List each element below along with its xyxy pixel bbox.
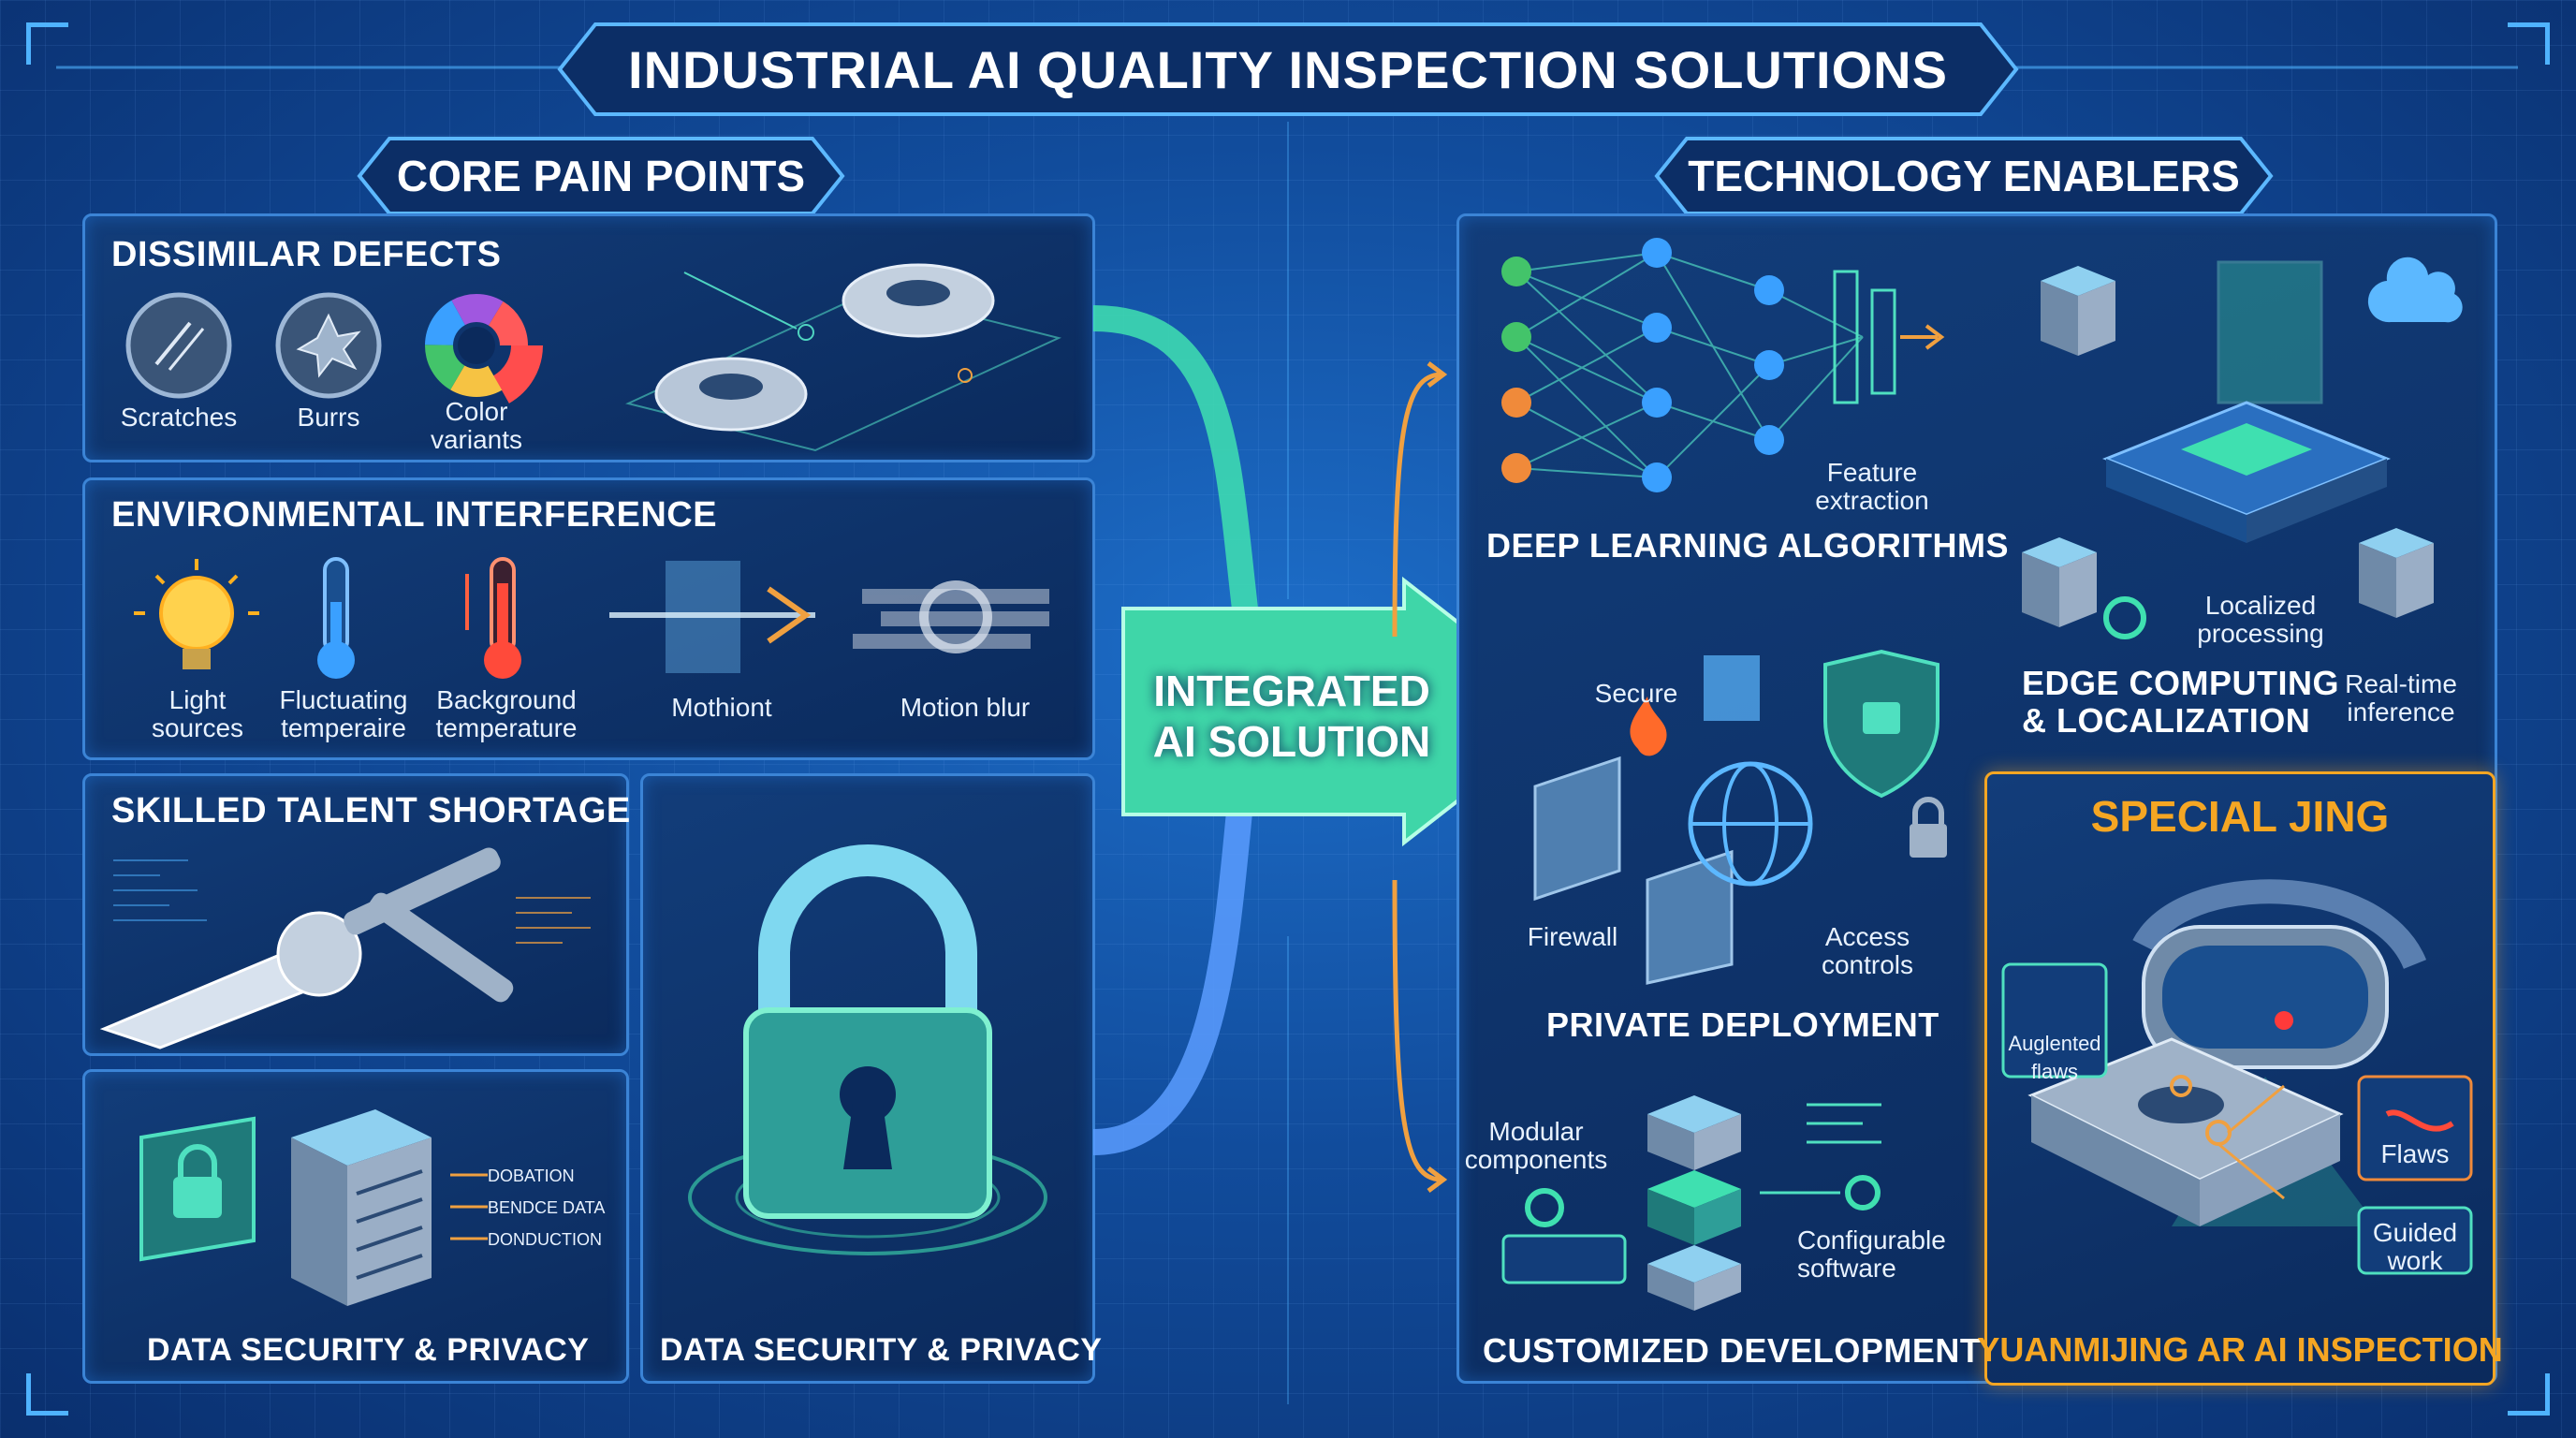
core-pain-points-title: CORE PAIN POINTS	[396, 152, 806, 200]
server-rack-icon	[291, 1109, 432, 1306]
feature-extraction-label: Feature extraction	[1815, 458, 1929, 515]
motion-blur-icon	[853, 580, 1049, 653]
orange-connectors	[1392, 361, 1448, 1193]
data-line-3: DONDUCTION	[488, 1230, 602, 1249]
skilled-talent-shortage-panel: SKILLED TALENT SHORTAGE	[82, 773, 631, 1056]
flaws-label: Flaws	[2380, 1139, 2450, 1168]
localized-processing-label: Localized processing	[2197, 591, 2324, 648]
data-security-panel-large: DATA SECURITY & PRIVACY	[640, 773, 1102, 1384]
guided-work-label: Guided work	[2372, 1218, 2458, 1275]
scratches-icon	[125, 292, 232, 399]
fluctuating-temperature-label: Fluctuating temperaire	[279, 685, 408, 742]
augmented-flaws-label: Auglented flaws	[2008, 1032, 2101, 1083]
data-line-1: DOBATION	[488, 1167, 575, 1185]
data-line-2: BENDCE DATA	[488, 1198, 606, 1217]
motion-glare-icon	[609, 561, 815, 673]
technology-enablers-title: TECHNOLOGY ENABLERS	[1688, 152, 2240, 200]
header-banner-shape	[557, 22, 2019, 116]
corner-bracket-br	[2508, 1373, 2550, 1416]
environmental-interference-panel: ENVIRONMENTAL INTERFERENCE Light sources…	[82, 477, 1095, 760]
private-deployment-icon	[1533, 649, 1947, 985]
special-footer-title: YUANMIJING AR AI INSPECTION	[1977, 1330, 2503, 1369]
access-controls-label: Access controls	[1821, 922, 1914, 979]
configurable-software-label: Configurable software	[1797, 1225, 1946, 1283]
modular-components-label: Modular components	[1464, 1117, 1608, 1174]
ar-headset-inspection-icon	[2001, 879, 2473, 1275]
burrs-icon	[275, 292, 382, 399]
corner-bracket-tl	[26, 22, 68, 65]
customized-development-title: CUSTOMIZED DEVELOPMENT	[1483, 1331, 1982, 1370]
customized-development-icon	[1501, 1095, 1881, 1311]
environmental-interference-title: ENVIRONMENTAL INTERFERENCE	[111, 495, 718, 535]
data-lines	[450, 1173, 488, 1240]
burrs-label: Burrs	[297, 403, 360, 432]
integrated-title-line2: AI SOLUTION	[1152, 717, 1431, 766]
background-temperature-label: Background temperature	[435, 685, 578, 742]
data-security-title-large: DATA SECURITY & PRIVACY	[660, 1332, 1103, 1368]
hot-thermometer-icon	[465, 557, 521, 679]
data-security-title-small: DATA SECURITY & PRIVACY	[147, 1332, 590, 1368]
page-title: INDUSTRIAL AI QUALITY INSPECTION SOLUTIO…	[628, 39, 1948, 99]
color-variants-icon	[410, 279, 543, 412]
data-security-panel-small: DOBATION BENDCE DATA DONDUCTION DATA SEC…	[82, 1069, 629, 1384]
light-bulb-icon	[134, 559, 259, 669]
corner-bracket-bl	[26, 1373, 68, 1416]
padlock-tablet-icon	[139, 1116, 256, 1262]
large-padlock-icon	[688, 844, 1047, 1255]
rings-illustration	[625, 263, 1061, 452]
private-deployment-title: PRIVATE DEPLOYMENT	[1546, 1005, 1939, 1044]
light-sources-label: Light sources	[151, 685, 244, 742]
skilled-talent-shortage-title: SKILLED TALENT SHORTAGE	[111, 791, 631, 830]
motion-blur-label: Motion blur	[900, 693, 1031, 722]
motion-label: Mothiont	[671, 693, 772, 722]
dissimilar-defects-title: DISSIMILAR DEFECTS	[111, 235, 502, 274]
scratches-label: Scratches	[120, 403, 238, 432]
thermometer-icon	[317, 557, 355, 679]
edge-computing-icon	[2022, 257, 2463, 639]
neural-network-icon	[1501, 238, 1945, 492]
edge-computing-title: EDGE COMPUTING & LOCALIZATION	[2022, 664, 2340, 740]
secure-label: Secure	[1594, 679, 1678, 708]
deep-learning-title: DEEP LEARNING ALGORITHMS	[1486, 526, 2010, 565]
dissimilar-defects-panel: DISSIMILAR DEFECTS Scratches Burrs Color…	[82, 213, 1095, 462]
robotic-arm-wrench-icon	[99, 847, 591, 1049]
corner-bracket-tr	[2508, 22, 2550, 65]
special-title: SPECIAL JING	[2090, 792, 2390, 841]
realtime-inference-label: Real-time inference	[2345, 669, 2457, 726]
integrated-title-line1: INTEGRATED	[1153, 667, 1430, 715]
firewall-label: Firewall	[1527, 922, 1618, 951]
color-variants-label: Color variants	[430, 397, 523, 454]
